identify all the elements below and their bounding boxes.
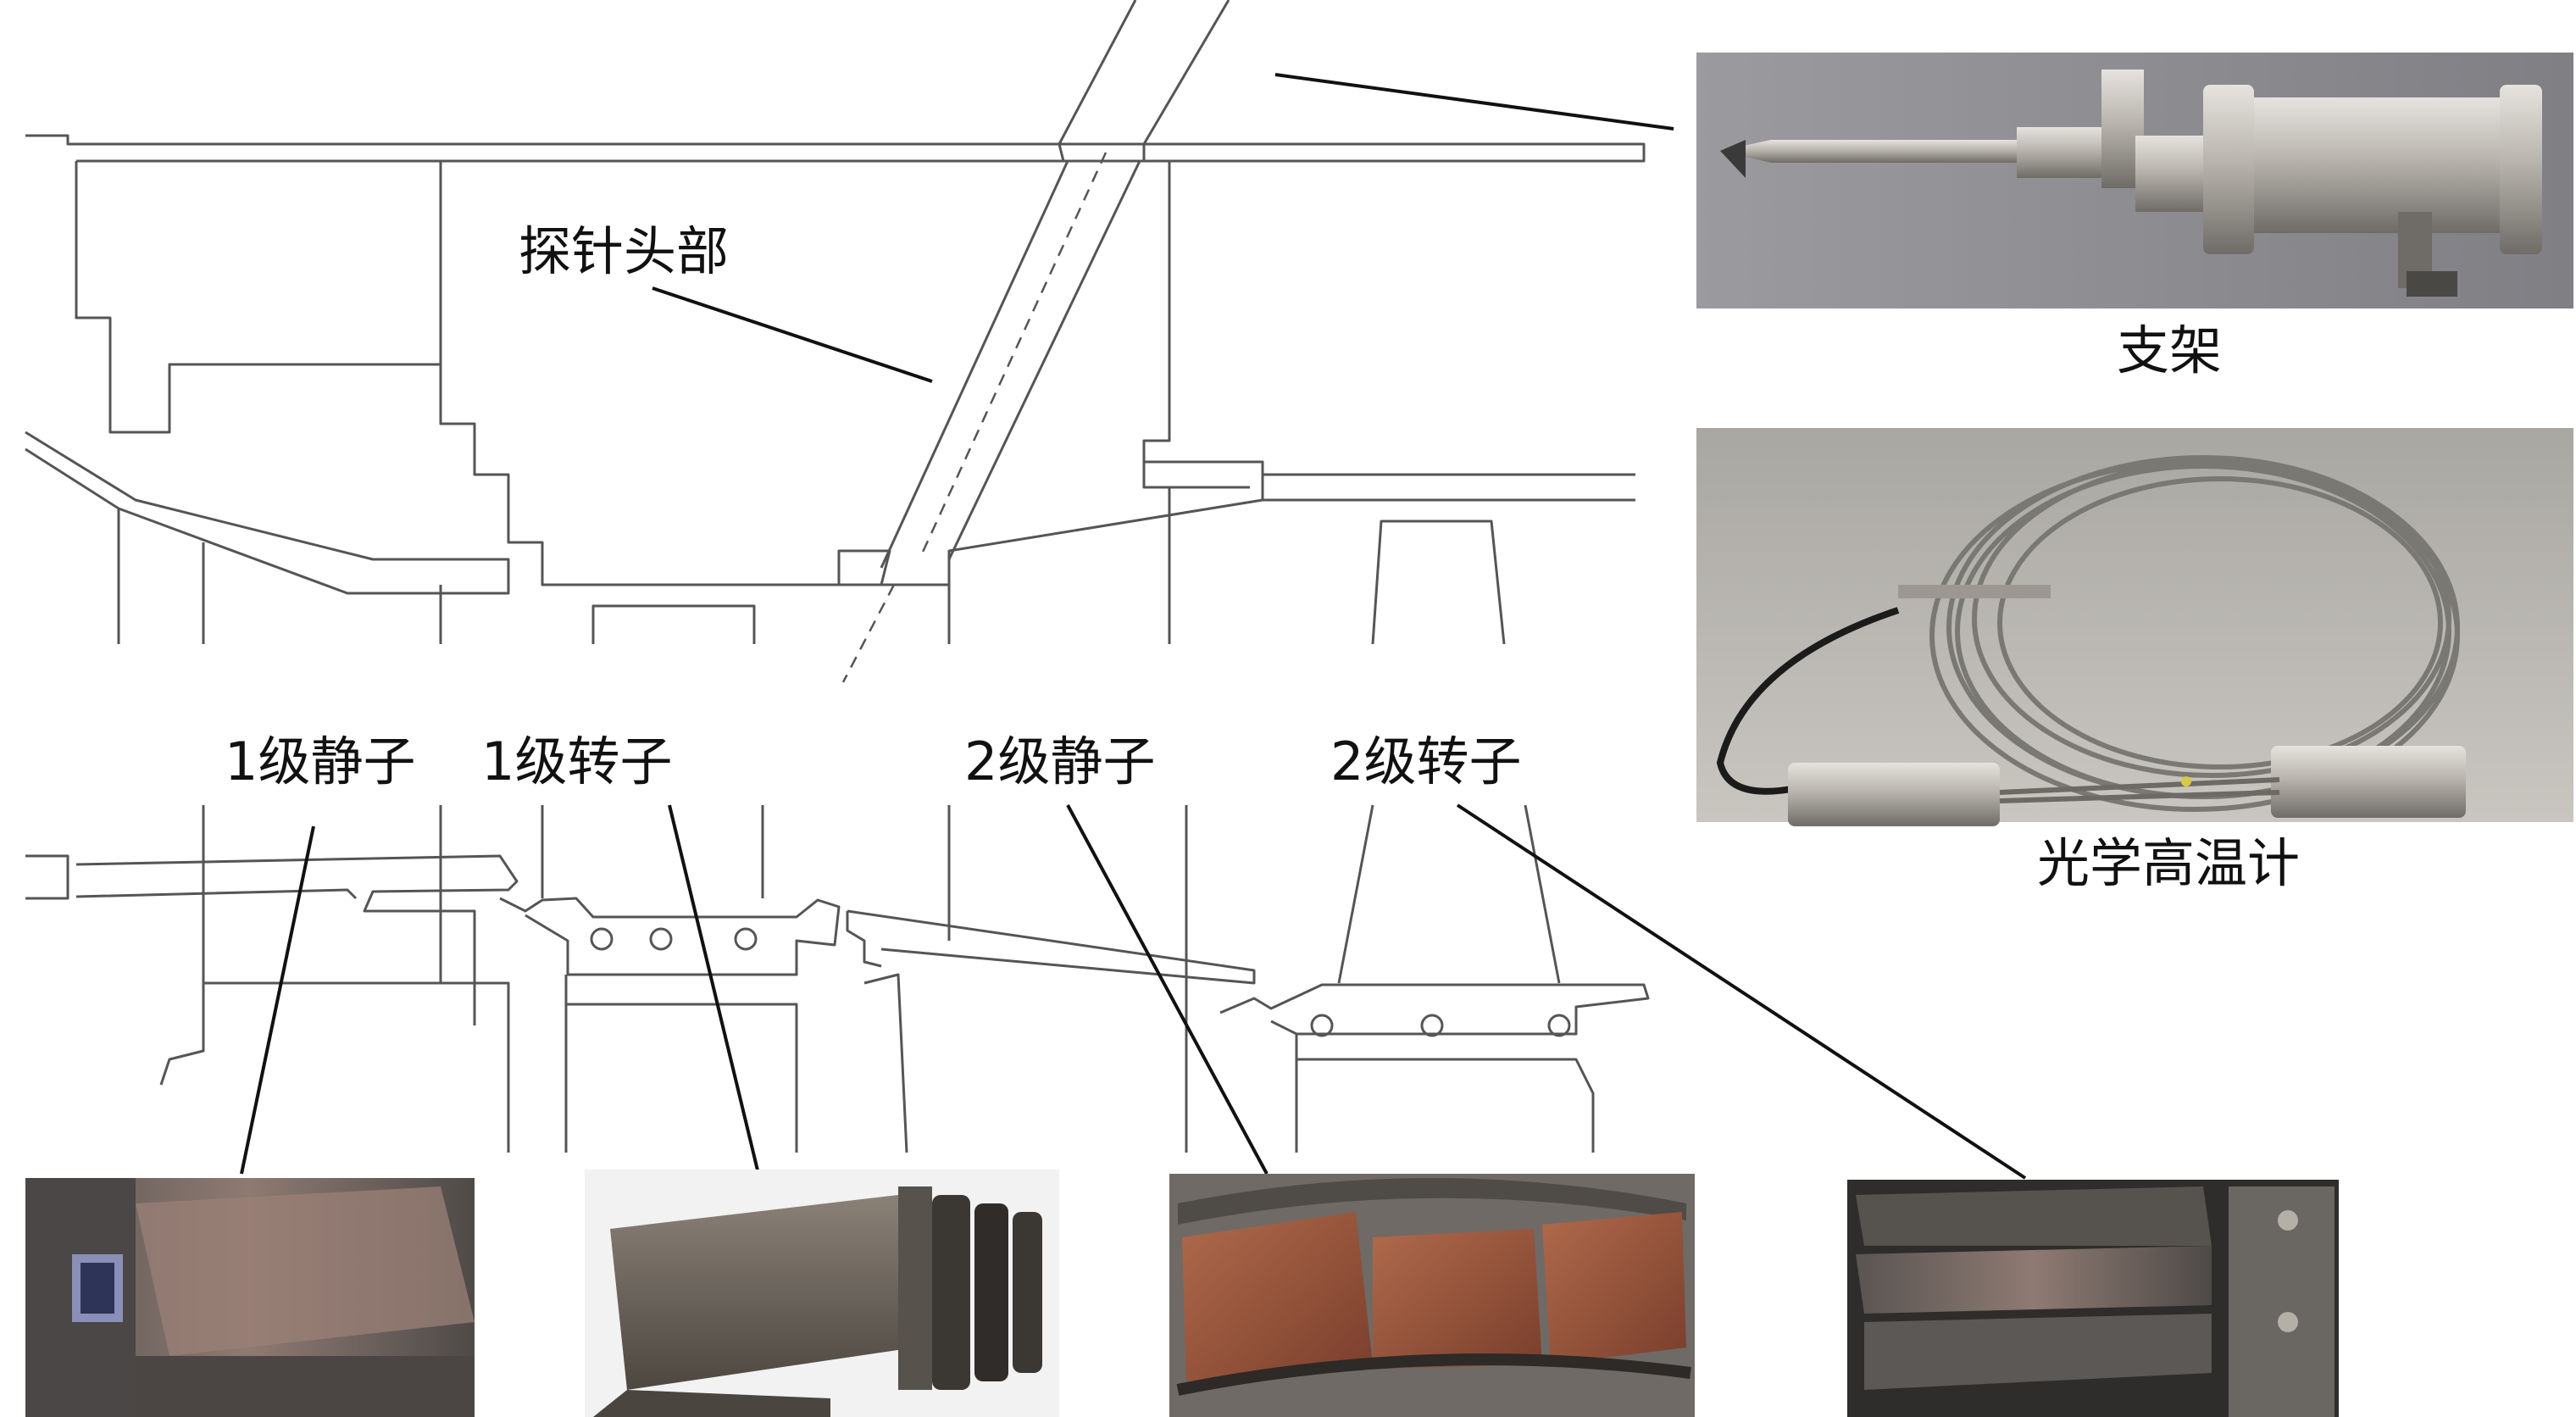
turbine-cross-section [25, 134, 1650, 1153]
label-stage1-stator: 1级静子 [225, 731, 415, 792]
leader-lines [240, 73, 2027, 1180]
pyrometer-photo [1696, 428, 2573, 826]
label-pyrometer: 光学高温计 [2037, 832, 2300, 894]
stage1-rotor-photo [585, 1170, 1059, 1417]
label-stage2-stator: 2级静子 [964, 731, 1155, 792]
label-stage2-rotor: 2级转子 [1330, 731, 1521, 792]
stage2-rotor-photo [1847, 1180, 2339, 1417]
bracket-photo [1696, 53, 2573, 308]
label-stage1-rotor: 1级转子 [481, 731, 672, 792]
probe-body [841, 0, 1230, 683]
label-probe-head: 探针头部 [519, 220, 729, 282]
label-bracket: 支架 [2117, 320, 2222, 381]
stage2-stator-photo [1169, 1174, 1695, 1417]
stage1-stator-photo [25, 1178, 475, 1417]
